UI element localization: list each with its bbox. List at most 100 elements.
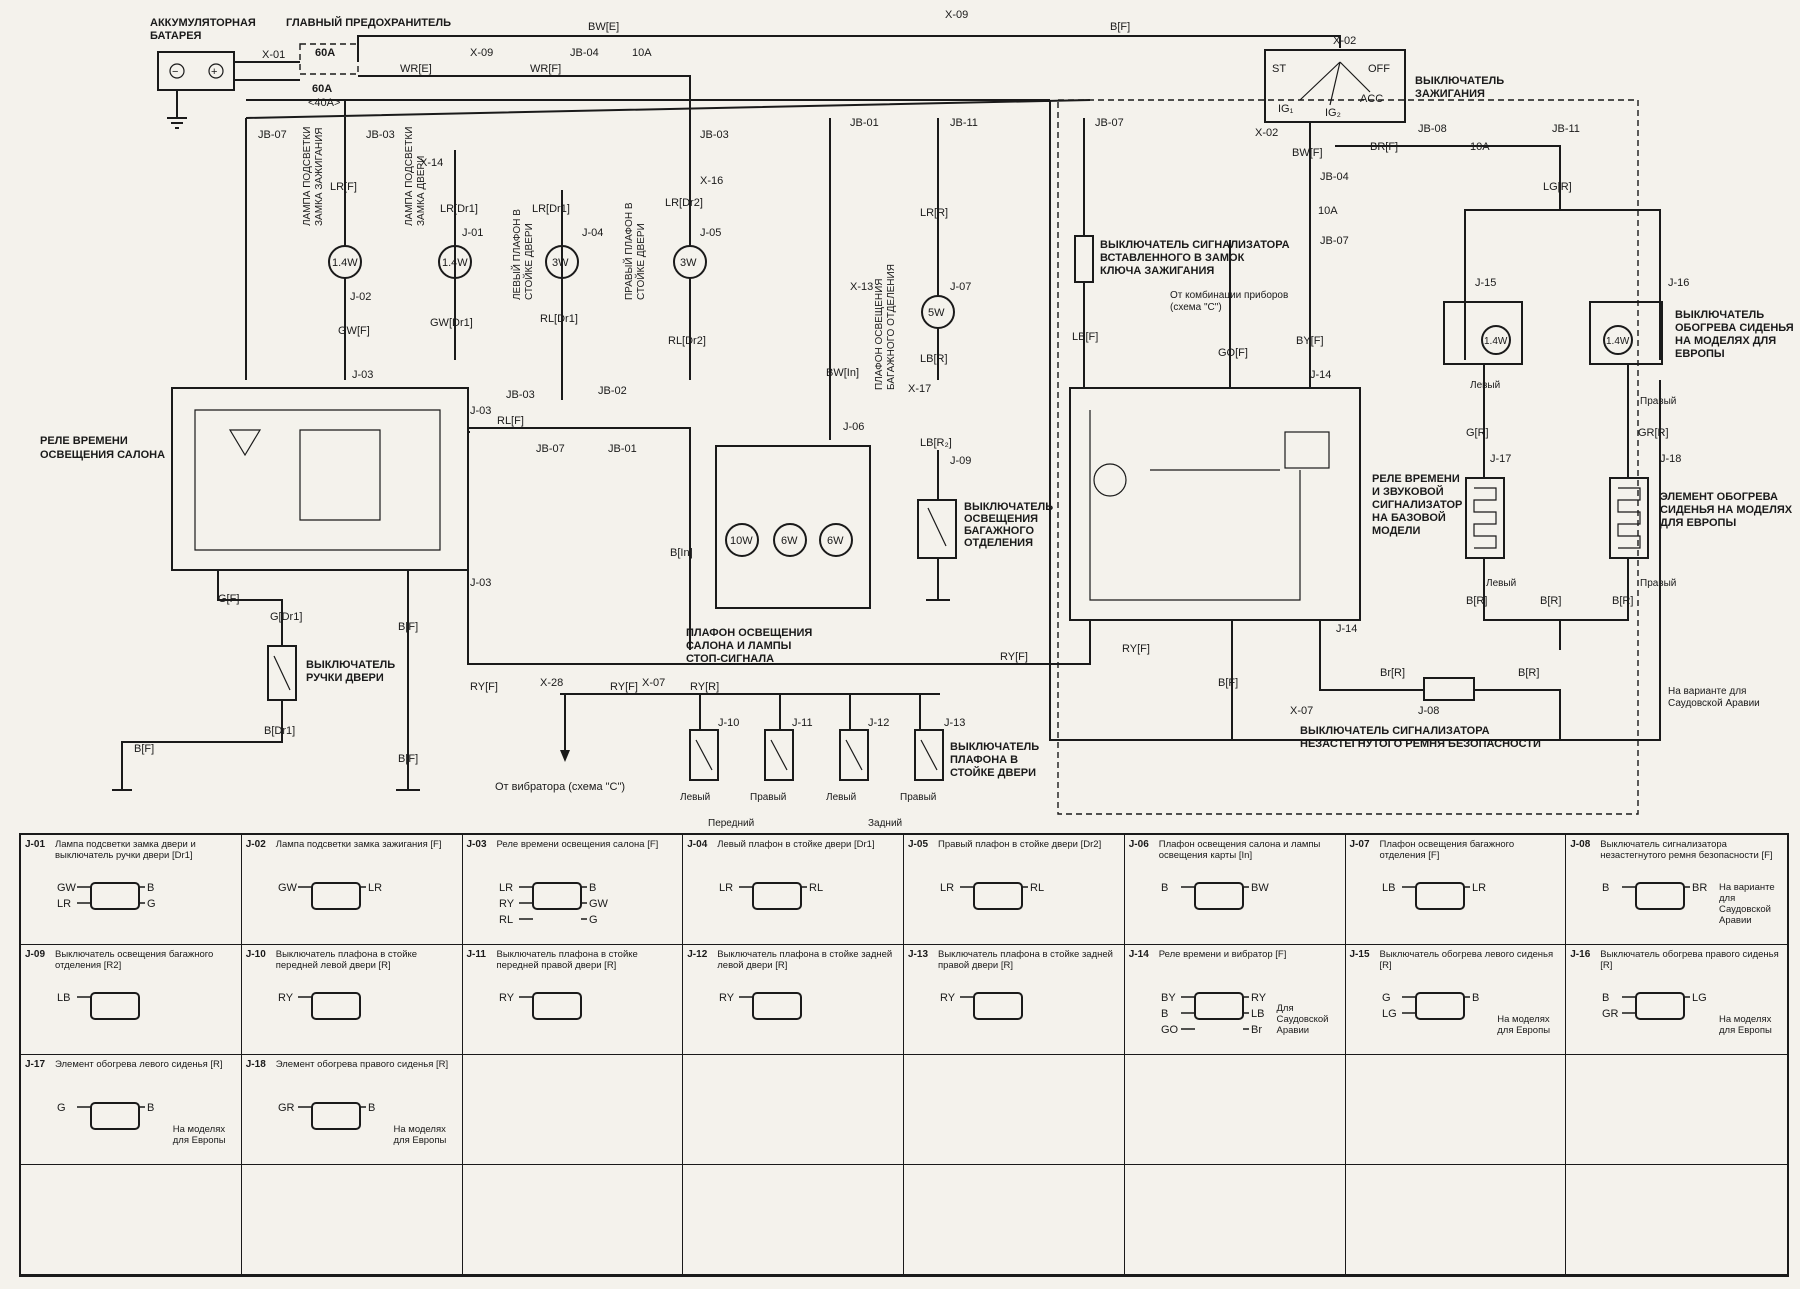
lamp-right-pillar-label: ПРАВЫЙ ПЛАФОН В	[622, 202, 635, 300]
connector-id: J-01	[25, 839, 46, 850]
from-vibrator: От вибратора (схема "C")	[495, 781, 625, 793]
label-right: Правый	[1640, 396, 1676, 407]
lamp-ign-label-2: ЗАМКА ЗАЖИГАНИЯ	[314, 128, 325, 227]
wire-go-f: GO[F]	[1218, 347, 1248, 359]
lamp-trunk-label-2: БАГАЖНОГО ОТДЕЛЕНИЯ	[886, 264, 897, 390]
seat-switch-label: ВЫКЛЮЧАТЕЛЬ	[1675, 309, 1764, 321]
connector-description: Выключатель плафона в стойке задней прав…	[938, 949, 1113, 971]
wire-lr-f: LR[F]	[330, 181, 357, 193]
connector-description: Выключатель обогрева левого сиденья [R]	[1379, 949, 1554, 971]
wire-lr-dr1: LR[Dr1]	[440, 203, 478, 215]
connector-j03-b: J-03	[470, 405, 491, 417]
wire-b-r-d: B[R]	[1518, 667, 1539, 679]
lamp-14w-c: 1.4W	[1484, 336, 1508, 347]
variant-note-line: Аравии	[1719, 915, 1752, 926]
table-cell	[1566, 1165, 1787, 1275]
connector-id: J-13	[908, 949, 929, 960]
connector-description: Левый плафон в стойке двери [Dr1]	[717, 839, 875, 850]
pin-label: LR	[1472, 882, 1486, 894]
table-cell	[683, 1055, 904, 1165]
wire-rl-dr1: RL[Dr1]	[540, 313, 578, 325]
wiring-diagram: − + АККУМУЛЯТОРНАЯ БАТАРЕЯ ГЛАВНЫЙ ПРЕДО…	[40, 9, 1794, 829]
svg-text:+: +	[211, 66, 217, 78]
saudi-variant-area	[1057, 99, 1639, 815]
battery-label-2: БАТАРЕЯ	[150, 30, 202, 42]
pin-label: LG	[1382, 1008, 1397, 1020]
pin-label: LR	[499, 882, 513, 894]
label-right-2: Правый	[1640, 578, 1676, 589]
connector-x01: X-01	[262, 49, 285, 61]
pin-label: GW	[589, 898, 609, 910]
lamp-6w-b: 6W	[827, 535, 844, 547]
connector-x02-top: X-02	[1333, 35, 1356, 47]
wire-lg-r: LG[R]	[1543, 181, 1572, 193]
wire-br-r: Br[R]	[1380, 667, 1405, 679]
pin-label: B	[1472, 992, 1479, 1004]
connector-description: Правый плафон в стойке двери [Dr2]	[938, 839, 1102, 850]
connector-jb03p: JB-03	[366, 129, 395, 141]
dome-lamp-box	[715, 445, 871, 609]
door-switch-j13	[914, 729, 944, 781]
connector-description: Плафон освещения багажного отделения [F]	[1379, 839, 1515, 861]
connector-j14: J-14	[1310, 369, 1331, 381]
connector-x14: X-14	[420, 157, 443, 169]
wire-lr-r: LR[R]	[920, 207, 948, 219]
wire-ry-f: RY[F]	[1000, 651, 1028, 663]
trunk-switch-label-2: ОСВЕЩЕНИЯ	[964, 513, 1038, 525]
lamp-10w-circle	[725, 523, 759, 557]
pillar-switch-label-3: СТОЙКЕ ДВЕРИ	[950, 766, 1036, 779]
pin-label: B	[589, 882, 596, 894]
wire-gw-f: GW[F]	[338, 325, 370, 337]
lamp-14w-d: 1.4W	[1606, 336, 1630, 347]
pin-label: LB	[1251, 1008, 1264, 1020]
pin-label: GW	[57, 882, 77, 894]
pin-label: GW	[278, 882, 298, 894]
lamp-ign-label: ЛАМПА ПОДСВЕТКИ	[302, 127, 313, 226]
pin-label: LB	[1382, 882, 1395, 894]
connector-jb02b: JB-02	[598, 385, 627, 397]
connector-j14-b: J-14	[1336, 623, 1357, 635]
wire-gw-dr1: GW[Dr1]	[430, 317, 473, 329]
connector-id: J-07	[1349, 839, 1370, 850]
wire-by-f: BY[F]	[1296, 335, 1324, 347]
connector-j16: J-16	[1668, 277, 1689, 289]
table-cell	[1124, 1165, 1346, 1275]
pin-label: B	[147, 1102, 154, 1114]
pin-label: RY	[499, 992, 515, 1004]
connector-description: Элемент обогрева левого сиденья [R]	[55, 1059, 223, 1070]
battery: − +	[157, 51, 235, 129]
connector-description: Выключатель плафона в стойке передней пр…	[496, 949, 638, 971]
pin-label: GR	[278, 1102, 295, 1114]
table-cell	[462, 1055, 684, 1165]
connector-jb04a: JB-04	[570, 47, 599, 59]
lamp-right-pillar-label-2: СТОЙКЕ ДВЕРИ	[634, 223, 647, 300]
seat-heater-left	[1465, 477, 1505, 559]
connector-description: Реле времени освещения салона [F]	[496, 839, 659, 850]
wire-bw-f: BW[F]	[1292, 147, 1323, 159]
variant-note-line: для Саудовской	[1719, 893, 1771, 915]
pillar-switch-label: ВЫКЛЮЧАТЕЛЬ	[950, 741, 1039, 753]
connector-jb07d: JB-07	[536, 443, 565, 455]
wire-b-f-c: B[F]	[398, 753, 418, 765]
variant-note-line: для Европы	[393, 1135, 447, 1146]
pin-label: RY	[278, 992, 294, 1004]
wire-g-f: G[F]	[218, 593, 239, 605]
pin-label: G	[1382, 992, 1391, 1004]
connector-j15: J-15	[1475, 277, 1496, 289]
seat-heater-label-2: СИДЕНЬЯ НА МОДЕЛЯХ	[1660, 504, 1793, 516]
wire-bw-e: BW[E]	[588, 21, 619, 33]
relay-interior-label: РЕЛЕ ВРЕМЕНИ	[40, 435, 128, 447]
key-switch	[1074, 235, 1094, 283]
connector-jb01o: JB-01	[850, 117, 879, 129]
